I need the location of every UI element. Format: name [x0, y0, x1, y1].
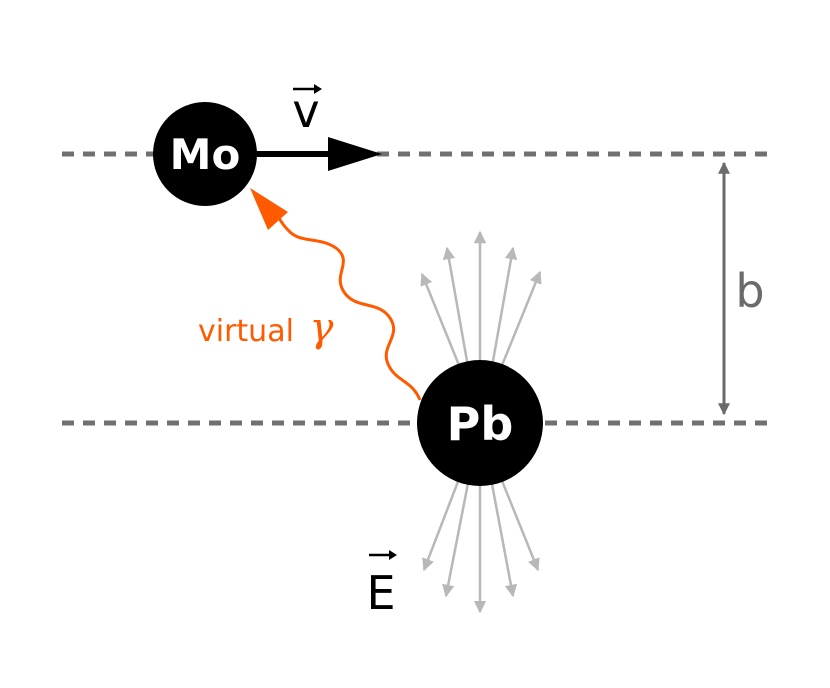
virtual-photon-symbol: γ [309, 305, 333, 351]
field-lines-upper [420, 230, 542, 381]
velocity-arrowhead [328, 137, 382, 171]
velocity-vector-tip [314, 84, 322, 94]
field-line [420, 272, 467, 381]
field-line [488, 246, 518, 379]
virtual-photon-line [274, 212, 422, 401]
virtual-photon-label: virtual γ [198, 305, 333, 351]
mo-nucleus [153, 102, 257, 206]
field-line [487, 467, 518, 598]
virtual-photon-arrowhead [250, 188, 288, 230]
impact-parameter-label: b [735, 264, 764, 318]
field-line [494, 270, 542, 381]
field-vector-tip [389, 550, 397, 560]
mo-label: Mo [170, 130, 241, 179]
field-lines-lower [422, 465, 540, 614]
pb-label: Pb [447, 397, 514, 451]
virtual-photon-word: virtual [198, 314, 294, 349]
field-line [442, 246, 472, 379]
field-line [494, 465, 540, 572]
field-line [422, 465, 466, 572]
pb-nucleus [417, 360, 543, 486]
field-label: E [366, 566, 395, 620]
field-line [442, 467, 473, 598]
